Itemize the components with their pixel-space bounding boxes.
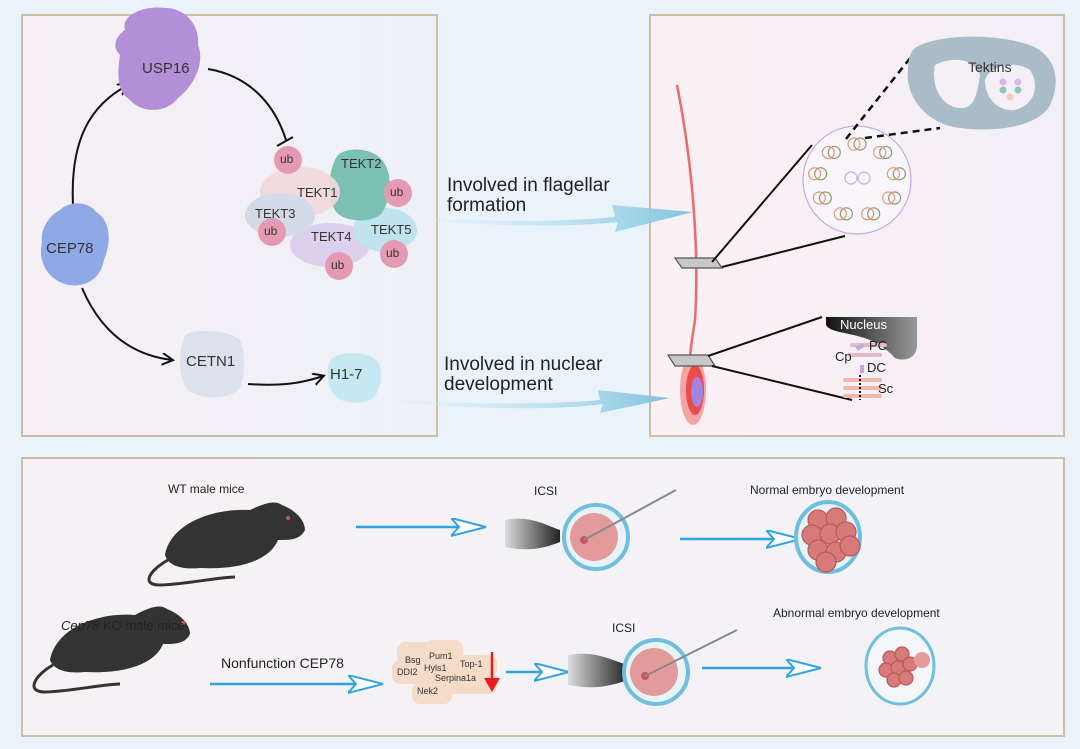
doublet-a-tubule bbox=[821, 145, 835, 160]
doublet-a-tubule bbox=[808, 167, 822, 181]
ub-circle bbox=[380, 240, 408, 268]
doublet-b-tubule bbox=[818, 191, 832, 205]
cep78-label: CEP78 bbox=[46, 240, 94, 257]
gene-label: Bsg bbox=[405, 655, 421, 665]
doublet-a-tubule bbox=[882, 191, 896, 205]
tekt4-label: TEKT4 bbox=[311, 229, 352, 244]
doublet-a-tubule bbox=[886, 167, 900, 181]
ub-circle bbox=[258, 218, 286, 246]
doublet-b-tubule bbox=[853, 137, 867, 151]
blastomere bbox=[894, 646, 910, 662]
doublet-a-tubule bbox=[873, 145, 887, 160]
flagellar-label-line1: Involved in flagellar bbox=[447, 175, 610, 196]
arrow-cep78-to-cetn1 bbox=[81, 287, 172, 360]
normal-embryo-icon bbox=[794, 500, 862, 574]
ko-mouse-icon bbox=[32, 606, 190, 694]
gene-label: Serpina1a bbox=[435, 673, 477, 683]
doublet-b-tubule bbox=[867, 207, 881, 221]
doublet-b-tubule bbox=[839, 207, 853, 221]
tekt3-label: TEKT3 bbox=[255, 206, 296, 221]
ko-gene-name: Cep78 bbox=[61, 618, 100, 633]
sc-label: Sc bbox=[878, 381, 894, 396]
usp16-protein-icon bbox=[115, 7, 201, 110]
sperm-nucleus bbox=[691, 377, 703, 407]
flagellar-flow-arrow bbox=[420, 205, 693, 232]
usp16-label: USP16 bbox=[142, 60, 190, 77]
blastomere bbox=[815, 551, 837, 573]
nuclear-label-line1: Involved in nuclear bbox=[444, 354, 603, 375]
ub-label: ub bbox=[386, 246, 400, 260]
doublet-a-tubule bbox=[833, 207, 847, 221]
gene-label: Nek2 bbox=[417, 686, 439, 696]
h1-7-protein-icon bbox=[327, 353, 381, 403]
flagellar-label: Involved in flagellar formation bbox=[447, 176, 610, 216]
inhibition-usp16-tekt bbox=[207, 68, 287, 141]
section-plane-upper bbox=[673, 257, 724, 269]
normal-embryo-label: Normal embryo development bbox=[750, 483, 905, 497]
doublet-a-tubule bbox=[861, 207, 875, 221]
tekt2-label: TEKT2 bbox=[341, 156, 382, 171]
abnormal-embryo-label: Abnormal embryo development bbox=[773, 606, 940, 620]
ko-mice-label: Cep78 KO male mice bbox=[61, 618, 185, 633]
h1-7-label: H1-7 bbox=[330, 366, 363, 383]
gene-label: Pum1 bbox=[429, 651, 453, 661]
ub-label: ub bbox=[390, 185, 404, 199]
doublet-b-tubule bbox=[827, 145, 841, 160]
tekt5-label: TEKT5 bbox=[371, 222, 412, 237]
ko-label-rest: KO male mice bbox=[99, 618, 185, 633]
doublet-b-tubule bbox=[892, 167, 906, 181]
tektins-label: Tektins bbox=[968, 59, 1012, 75]
ub-label: ub bbox=[331, 258, 345, 272]
ub-label: ub bbox=[280, 152, 294, 166]
down-arrow-icon bbox=[484, 678, 500, 692]
nucleus-shape bbox=[826, 317, 917, 360]
doublet-b-tubule bbox=[879, 145, 893, 160]
nuclear-label: Involved in nuclear development bbox=[444, 355, 602, 395]
blastomere bbox=[839, 535, 861, 557]
cetn1-label: CETN1 bbox=[186, 353, 236, 370]
pc-label: PC bbox=[869, 338, 888, 353]
wt-mouse-icon bbox=[147, 502, 305, 587]
ub-label: ub bbox=[264, 224, 278, 238]
gene-label: DDI2 bbox=[397, 667, 418, 677]
icsi-oocyte-ko bbox=[568, 629, 738, 706]
flagellar-label-line2: formation bbox=[447, 195, 527, 216]
wt-mice-label: WT male mice bbox=[168, 482, 245, 496]
tekt2-shape bbox=[329, 149, 390, 221]
cp-label: Cp bbox=[835, 349, 852, 364]
ub-circle bbox=[325, 252, 353, 280]
nuclear-flow-arrow bbox=[395, 390, 670, 413]
downregulated-gene-cluster bbox=[392, 640, 497, 704]
section-plane-lower bbox=[666, 354, 717, 367]
ub-circle bbox=[274, 146, 302, 174]
fragment-cell bbox=[914, 652, 930, 668]
icsi-oocyte-wt bbox=[505, 489, 677, 571]
doublet-structure-icon bbox=[907, 36, 1056, 130]
gene-label: Top-1 bbox=[460, 659, 483, 669]
sperm-flagellum bbox=[675, 84, 698, 361]
inhibition-bar bbox=[276, 136, 294, 147]
doublet-b-tubule bbox=[888, 191, 902, 205]
dc-label: DC bbox=[867, 360, 886, 375]
microtubule-doublets bbox=[808, 137, 906, 221]
ub-circle bbox=[384, 179, 412, 207]
nucleus-label: Nucleus bbox=[840, 317, 887, 332]
nuclear-label-line2: development bbox=[444, 374, 553, 395]
abnormal-embryo-icon bbox=[864, 626, 936, 706]
cep78-protein-icon bbox=[40, 203, 109, 286]
arrow-cep78-to-usp16 bbox=[71, 85, 128, 206]
doublet-a-tubule bbox=[812, 191, 826, 205]
gene-label: Hyls1 bbox=[424, 663, 447, 673]
doublet-b-tubule bbox=[814, 167, 828, 181]
icsi-label-ko: ICSI bbox=[612, 621, 636, 635]
tekt4-shape bbox=[290, 223, 370, 267]
tekt1-label: TEKT1 bbox=[297, 185, 338, 200]
doublet-a-tubule bbox=[847, 137, 861, 151]
nonfunction-cep78-label: Nonfunction CEP78 bbox=[221, 655, 344, 671]
icsi-label-wt: ICSI bbox=[534, 484, 558, 498]
blastomere bbox=[898, 670, 914, 686]
arrow-cetn1-to-h1-7 bbox=[247, 376, 323, 386]
cetn1-protein-icon bbox=[180, 330, 245, 398]
